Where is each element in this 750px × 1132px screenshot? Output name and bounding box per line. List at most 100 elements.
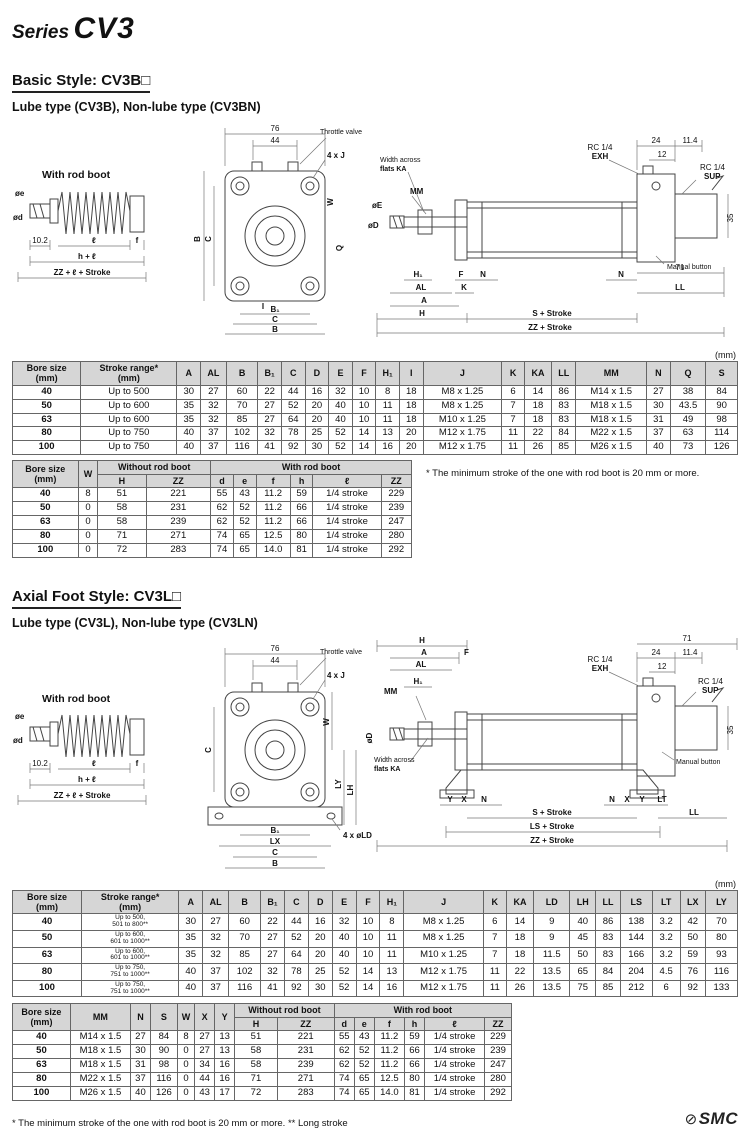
table-cell: 43 <box>353 1030 375 1046</box>
dim-ll: LL <box>675 283 685 292</box>
column-header: I <box>398 361 424 386</box>
dim-44: 44 <box>271 656 280 665</box>
column-header: X <box>194 1003 216 1032</box>
table-cell: 0 <box>176 1057 196 1073</box>
rc14-exh-line2: EXH <box>592 664 609 673</box>
manual-button-label: Manual button <box>667 264 711 271</box>
table-cell: 12.5 <box>373 1071 406 1087</box>
table-cell: 50 <box>11 398 82 414</box>
table-cell: 52 <box>280 398 306 414</box>
table-cell: 80 <box>289 528 314 544</box>
column-header: H <box>234 1016 278 1032</box>
dim-12: 12 <box>658 662 667 671</box>
table-cell: 40 <box>331 946 357 965</box>
table-cell: 10 <box>355 946 381 965</box>
series-label: Series <box>12 22 70 43</box>
table-cell: 271 <box>276 1071 335 1087</box>
column-header: LT <box>651 889 681 915</box>
table-cell: 40 <box>12 913 82 931</box>
with-rod-boot-label: With rod boot <box>42 169 111 181</box>
table-cell: 27 <box>200 384 227 400</box>
table-cell: 212 <box>619 979 653 998</box>
column-header: S <box>705 361 738 386</box>
column-header: H₁ <box>375 361 400 386</box>
table-cell: 6 <box>651 979 681 998</box>
column-header: S <box>149 1003 178 1032</box>
column-header: e <box>232 473 257 488</box>
table-cell: 14 <box>351 426 377 442</box>
table-cell: M26 x 1.5 <box>69 1085 131 1101</box>
table-cell: 70 <box>704 913 739 931</box>
table-cell: 25 <box>304 426 330 442</box>
table-cell: 7 <box>482 929 507 948</box>
dim-35: 35 <box>726 725 735 734</box>
table-cell: 11 <box>482 963 507 981</box>
dim-76: 76 <box>271 124 280 133</box>
column-header: Stroke range* (mm) <box>80 361 178 386</box>
column-header: C <box>280 361 306 386</box>
column-header: Bore size (mm) <box>12 889 82 915</box>
table-cell: 1/4 stroke <box>312 542 382 558</box>
table-cell: 84 <box>551 426 577 442</box>
dim-w: W <box>322 717 331 725</box>
table-cell: 32 <box>200 398 227 414</box>
table-cell: 27 <box>194 1044 216 1059</box>
table-cell: 37 <box>200 426 227 442</box>
table-cell: 11.2 <box>255 486 291 502</box>
table-cell: 18 <box>505 946 535 965</box>
table-cell: 65 <box>353 1085 375 1101</box>
table-cell: 13 <box>375 426 400 442</box>
table-cell: 7 <box>482 946 507 965</box>
table-cell: 292 <box>484 1085 512 1101</box>
rc14-exh-line2: EXH <box>592 152 609 161</box>
foot-style-subheading: Lube type (CV3L), Non-lube type (CV3LN) <box>12 615 258 630</box>
dim-11-4: 11.4 <box>683 648 699 657</box>
table-cell: Up to 500 <box>80 384 178 400</box>
table-cell: 17 <box>214 1085 236 1101</box>
table-cell: 14 <box>523 384 553 400</box>
table-cell: 11.5 <box>533 946 571 965</box>
column-header: LL <box>551 361 577 386</box>
table-cell: 83 <box>551 398 577 414</box>
table-cell: 231 <box>145 500 212 516</box>
table-cell: M10 x 1.25 <box>403 946 484 965</box>
column-header: H₁ <box>379 889 405 915</box>
table-cell: 9 <box>533 913 571 931</box>
column-header: B <box>228 889 262 915</box>
column-header: MM <box>575 361 648 386</box>
table-cell: 114 <box>705 426 738 442</box>
dim-h: H <box>419 309 425 318</box>
table-cell: 52 <box>331 963 357 981</box>
table-cell: 27 <box>129 1030 151 1046</box>
table-cell: 16 <box>375 440 400 456</box>
table-cell: 64 <box>283 946 309 965</box>
table-cell: 66 <box>289 500 314 516</box>
column-header: KA <box>505 889 535 915</box>
table-cell: 16 <box>304 384 330 400</box>
table-cell: 90 <box>705 398 738 414</box>
table-cell: 20 <box>307 929 333 948</box>
table-cell: 70 <box>228 929 262 948</box>
basic-style-heading: Basic Style: CV3B□ <box>12 72 151 93</box>
dim-n: N <box>481 795 487 804</box>
table-cell: 92 <box>679 979 706 998</box>
table-cell: 52 <box>353 1057 375 1073</box>
column-header: d <box>210 473 234 488</box>
table-cell: 44 <box>280 384 306 400</box>
column-header: E <box>328 361 353 386</box>
table-cell: 81 <box>289 542 314 558</box>
table-cell: 40 <box>331 929 357 948</box>
table-cell: 80 <box>12 528 79 544</box>
dim-oe: øe <box>15 712 25 721</box>
table-cell: 78 <box>280 426 306 442</box>
table-cell: 1/4 stroke <box>424 1071 486 1087</box>
dim-zz-l-stroke: ZZ + ℓ + Stroke <box>54 268 111 277</box>
table-cell: 52 <box>328 440 353 456</box>
table-cell: 271 <box>145 528 212 544</box>
dim-71: 71 <box>676 263 685 272</box>
